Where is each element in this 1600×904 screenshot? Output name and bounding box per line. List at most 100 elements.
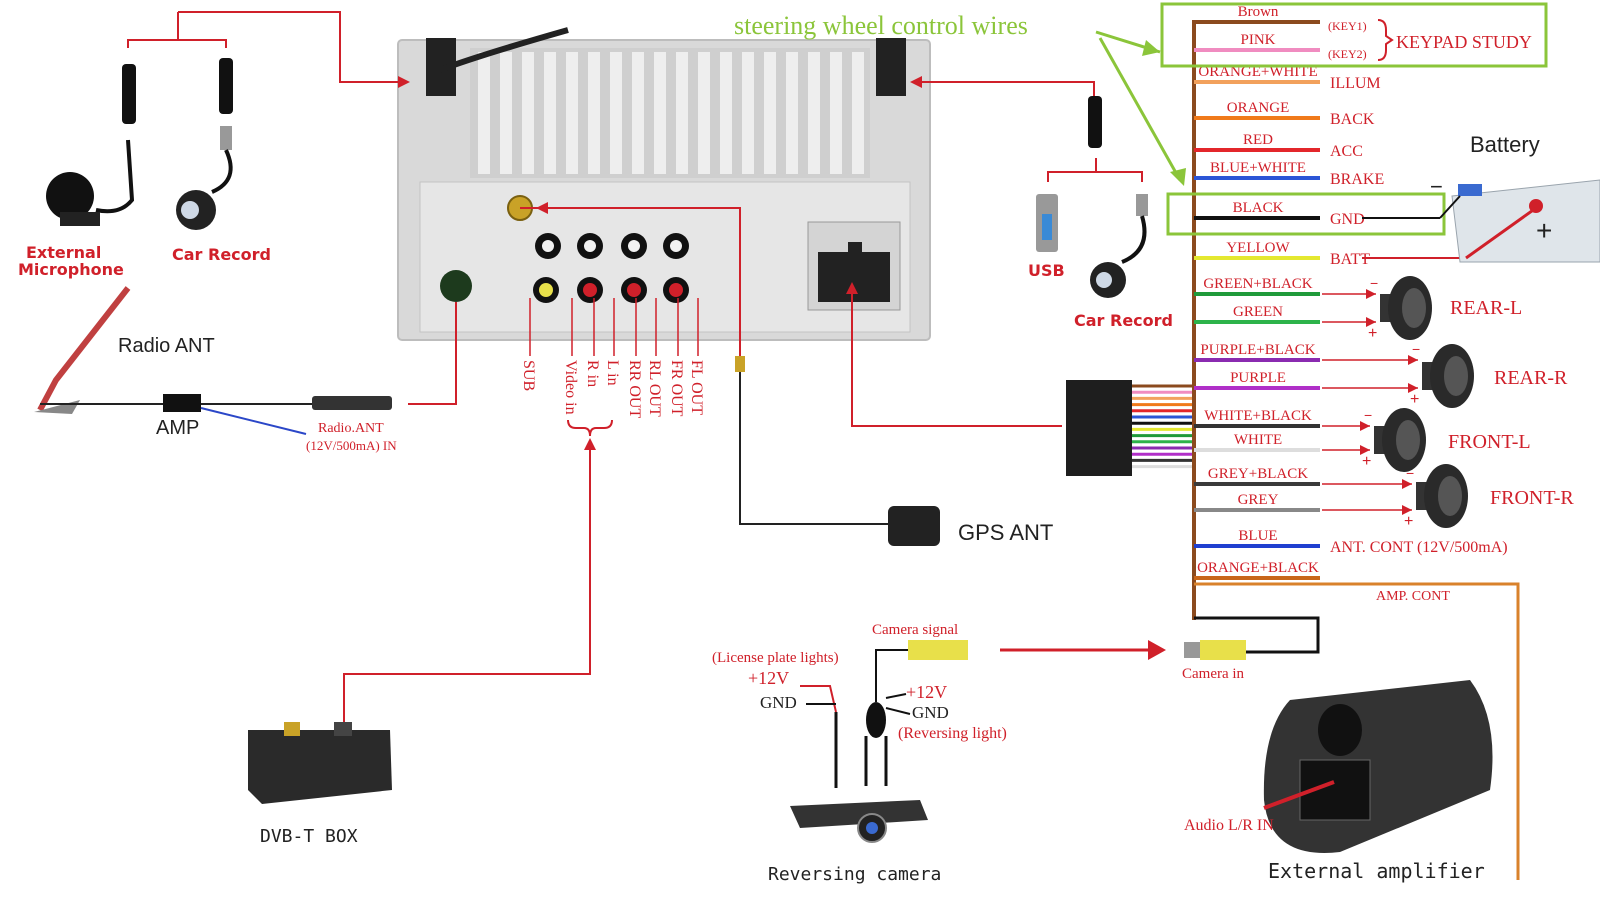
speakers: −+−+−+−+	[1322, 275, 1474, 530]
external-microphone-label: External	[26, 243, 101, 262]
wire-entry: PINK	[1194, 32, 1320, 52]
wire-entry: GREY	[1194, 492, 1320, 512]
amp-label: AMP	[156, 417, 199, 439]
reversing-light-label: (Reversing light)	[898, 725, 1007, 742]
wire-entry: YELLOW BATT	[1194, 240, 1370, 268]
camera-in-label: Camera in	[1182, 666, 1245, 682]
steering-title: steering wheel control wires	[734, 11, 1028, 40]
wire-name: GREY	[1238, 492, 1279, 508]
wire-entry: BLUE ANT. CONT (12V/500mA)	[1194, 528, 1508, 556]
head-unit	[397, 27, 931, 341]
wire-name: ORANGE+BLACK	[1197, 560, 1319, 576]
wire-name: ORANGE+WHITE	[1198, 64, 1317, 80]
amp-cont-label: AMP. CONT	[1376, 589, 1450, 604]
speaker-icon: −+	[1322, 407, 1426, 472]
wire-entry: BLUE+WHITE BRAKE	[1194, 160, 1384, 188]
wire-entry: ORANGE+BLACK	[1194, 560, 1320, 580]
wire-name: BLACK	[1233, 200, 1284, 216]
wire-name: Brown	[1238, 4, 1279, 20]
wire-name: BLUE	[1238, 528, 1277, 544]
speaker-icon: −+	[1322, 275, 1432, 342]
wire-entry: GREEN	[1194, 304, 1320, 324]
rear-l-label: REAR-L	[1450, 297, 1522, 319]
rca-label: FL OUT	[688, 360, 705, 415]
front-r-label: FRONT-R	[1490, 487, 1574, 509]
subwoofer-icon	[1263, 680, 1493, 853]
heatsink-fins	[470, 48, 870, 178]
gps-antenna-icon	[888, 506, 940, 546]
wire-entry: BLACK GND	[1194, 200, 1365, 228]
license-plate-label: (License plate lights)	[712, 650, 839, 666]
svg-text:+: +	[1536, 215, 1552, 246]
wire-function: BATT	[1330, 251, 1370, 268]
svg-text:+: +	[1404, 513, 1413, 530]
battery-label: Battery	[1470, 132, 1540, 157]
gps-antenna: GPS ANT	[520, 202, 1053, 546]
left-accessories: External Microphone Car Record Radio ANT…	[18, 11, 457, 453]
usb-label: USB	[1028, 261, 1065, 280]
wire-entry: RED ACC	[1194, 132, 1363, 160]
speaker-icon: −+	[1322, 341, 1474, 408]
wire-function: ACC	[1330, 143, 1363, 160]
audio-in-label: Audio L/R IN	[1184, 817, 1274, 834]
dvb-label: DVB-T BOX	[260, 826, 358, 847]
svg-text:Microphone: Microphone	[18, 260, 124, 279]
keypad-box	[1160, 2, 1548, 68]
camera-body-icon	[790, 800, 928, 828]
gnd-highlight-box	[1166, 192, 1446, 236]
front-l-label: FRONT-L	[1448, 431, 1531, 453]
svg-text:(12V/500mA) IN: (12V/500mA) IN	[306, 438, 397, 453]
rca-label: RL OUT	[646, 360, 663, 417]
amp-box	[163, 394, 201, 412]
svg-text:−: −	[1406, 465, 1414, 481]
dvb-box-icon	[248, 730, 392, 804]
usb-group: USB Car Record	[910, 76, 1173, 330]
svg-text:+: +	[1362, 453, 1371, 470]
wire-name: GREY+BLACK	[1208, 466, 1308, 482]
svg-text:−: −	[1370, 275, 1378, 291]
radio-plug	[312, 396, 392, 410]
radio-antenna-icon	[37, 286, 131, 412]
reversing-camera: Camera in Camera signal (License plate l…	[712, 616, 1320, 885]
svg-text:+12V: +12V	[906, 682, 947, 702]
camera-signal-plug	[908, 640, 968, 660]
rca-label: SUB	[520, 360, 537, 391]
wire-entry: Brown	[1194, 4, 1320, 24]
wire-entry: GREEN+BLACK	[1194, 276, 1320, 296]
microphone-icon	[46, 172, 94, 220]
wire-name: WHITE+BLACK	[1204, 408, 1312, 424]
svg-text:−: −	[1412, 341, 1420, 357]
svg-text:−: −	[1364, 407, 1372, 423]
rear-r-label: REAR-R	[1494, 367, 1568, 389]
wire-entry: PURPLE	[1194, 370, 1320, 390]
wire-entry: PURPLE+BLACK	[1194, 342, 1320, 362]
wire-name: PINK	[1240, 32, 1275, 48]
svg-text:(KEY1): (KEY1)	[1328, 19, 1367, 33]
svg-text:+12V: +12V	[748, 668, 789, 688]
reversing-camera-label: Reversing camera	[768, 864, 941, 885]
main-harness-plug	[846, 282, 1192, 476]
svg-text:+: +	[1410, 391, 1419, 408]
radio-ant-in-label: Radio.ANT	[318, 421, 384, 436]
wire-name: YELLOW	[1226, 240, 1290, 256]
wire-name: RED	[1243, 132, 1273, 148]
camera-in-plug	[1200, 640, 1246, 660]
wire-function: BRAKE	[1330, 171, 1384, 188]
car-record-usb-label: Car Record	[1074, 311, 1173, 330]
gps-label: GPS ANT	[958, 520, 1053, 545]
fm-ant-socket	[440, 270, 472, 302]
wire-name: PURPLE	[1230, 370, 1286, 386]
rca-label: Video in	[562, 360, 579, 415]
rca-label: RR OUT	[626, 360, 643, 418]
wire-function: GND	[1330, 211, 1365, 228]
wire-name: GREEN+BLACK	[1203, 276, 1312, 292]
wire-function: ANT. CONT (12V/500mA)	[1330, 539, 1508, 556]
wire-name: BLUE+WHITE	[1210, 160, 1306, 176]
speaker-icon: −+	[1322, 464, 1468, 530]
svg-text:(KEY2): (KEY2)	[1328, 47, 1367, 61]
rca-label: L in	[604, 360, 621, 386]
